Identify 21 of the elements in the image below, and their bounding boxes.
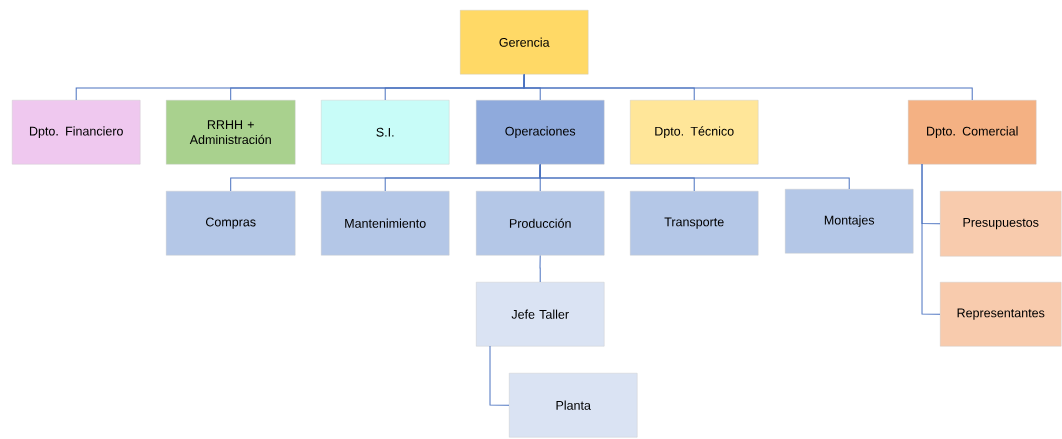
department-box: Dpto. Financiero: [12, 100, 141, 165]
department-box: Producción: [476, 191, 605, 256]
connector-line: [539, 254, 541, 283]
connector-line: [921, 163, 941, 315]
department-box: S.I.: [321, 100, 450, 165]
connector-line: [489, 345, 510, 406]
connector-line: [523, 73, 973, 101]
department-box: Dpto. Técnico: [630, 100, 759, 165]
department-box: Gerencia: [460, 10, 589, 75]
department-box: Dpto. Comercial: [908, 100, 1037, 165]
department-box: RRHH + Administración: [166, 100, 296, 165]
department-box: Presupuestos: [940, 191, 1062, 257]
department-box: Mantenimiento: [321, 191, 450, 256]
connector-line: [539, 163, 850, 190]
department-box: Planta: [509, 373, 638, 438]
department-box: Operaciones: [476, 100, 605, 165]
department-box: Montajes: [785, 189, 914, 254]
department-box: Jefe Taller: [476, 282, 605, 347]
department-box: Transporte: [630, 191, 759, 256]
department-box: Representantes: [940, 282, 1062, 347]
department-box: Compras: [166, 191, 296, 256]
